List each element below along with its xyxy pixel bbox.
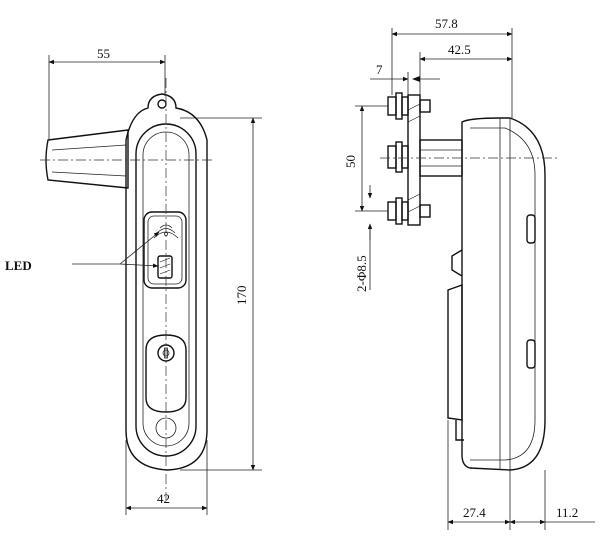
dim-front-width-top: 55 (48, 46, 166, 140)
led-window (157, 255, 173, 279)
dim-side-overall: 57.8 (391, 16, 513, 118)
led-leader-line-3 (119, 263, 159, 268)
handle-lever (45, 129, 129, 189)
svg-text:2-Φ8.5: 2-Φ8.5 (354, 255, 369, 292)
svg-text:57.8: 57.8 (435, 16, 458, 31)
rfid-window (143, 211, 187, 289)
dim-side-spacing: 7 (370, 62, 440, 95)
svg-text:27.4: 27.4 (463, 505, 486, 520)
side-view: 57.8 42.5 7 50 2-Φ8.5 (343, 16, 595, 530)
dim-side-body: 42.5 (419, 42, 513, 95)
front-view: LED 55 170 42 (5, 46, 262, 515)
dim-side-pitch: 50 (343, 105, 388, 212)
led-label: LED (5, 258, 32, 273)
bolt-bottom (387, 197, 431, 225)
led-leader-line-2 (119, 231, 160, 265)
svg-text:50: 50 (343, 155, 358, 168)
dim-side-holes: 2-Φ8.5 (354, 185, 373, 292)
svg-text:42.5: 42.5 (448, 42, 471, 57)
svg-text:55: 55 (97, 46, 110, 61)
svg-text:11.2: 11.2 (556, 505, 578, 520)
snap-clip (451, 249, 463, 277)
svg-text:7: 7 (376, 62, 383, 77)
side-recess (447, 284, 463, 421)
dim-side-offset: 11.2 (509, 470, 595, 530)
bolt-top (387, 92, 431, 120)
dim-front-height: 170 (180, 117, 262, 471)
svg-text:170: 170 (234, 286, 249, 306)
svg-text:42: 42 (157, 491, 170, 506)
outer-housing (125, 93, 208, 471)
mounting-plate (407, 94, 421, 226)
dim-side-depth: 27.4 (447, 420, 511, 530)
dim-front-width-bottom: 42 (125, 440, 208, 515)
mounting-ear-hole (157, 99, 167, 109)
bolt-middle (387, 141, 409, 173)
side-housing (461, 117, 546, 471)
